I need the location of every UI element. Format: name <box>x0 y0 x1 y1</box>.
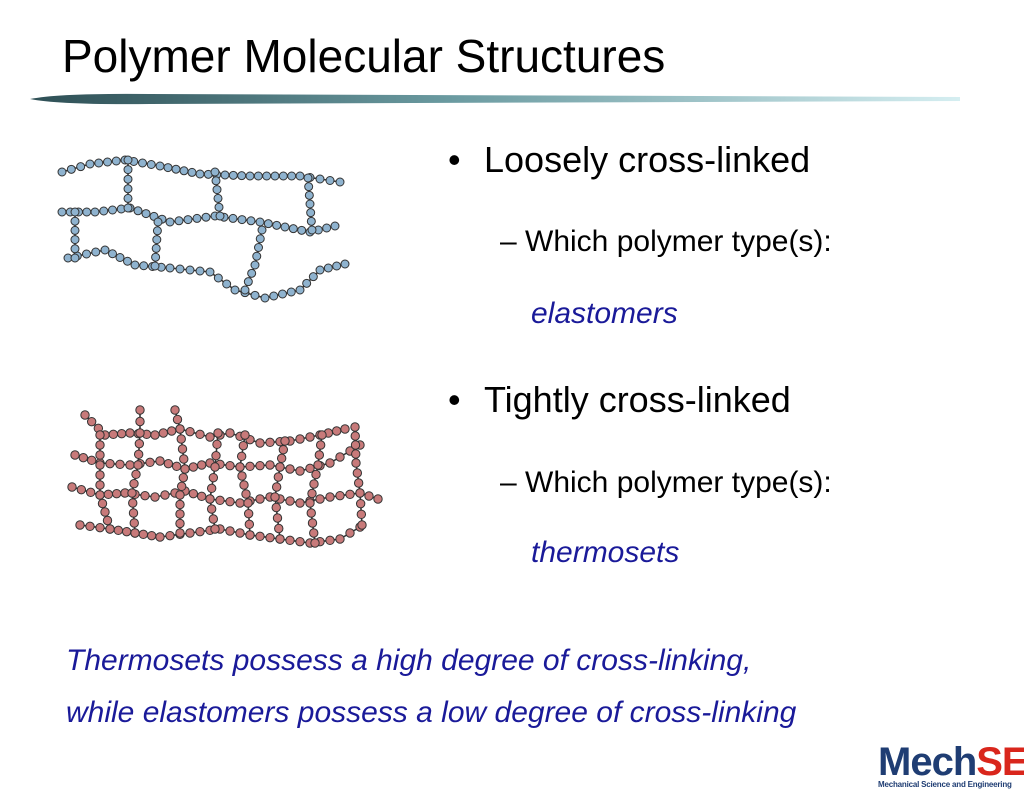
tight-chains <box>67 405 383 548</box>
bullet-label: Tightly cross-linked <box>484 379 791 420</box>
tightly-crosslinked-diagram <box>67 405 383 548</box>
bullet-label: Loosely cross-linked <box>484 139 811 180</box>
summary-line-2: while elastomers possess a low degree of… <box>66 696 797 729</box>
loosely-crosslinked-diagram <box>57 155 350 303</box>
slide-title: Polymer Molecular Structures <box>62 30 666 82</box>
answer-elastomers: elastomers <box>531 297 678 330</box>
logo-subtitle: Mechanical Science and Engineering <box>878 780 1012 789</box>
answer-thermosets: thermosets <box>531 536 680 569</box>
loose-chains <box>57 155 350 303</box>
sub-question-2: – Which polymer type(s): <box>500 466 832 499</box>
logo-wordmark: MechSE <box>878 740 1024 784</box>
title-divider <box>30 93 960 105</box>
sub-question-1: – Which polymer type(s): <box>500 225 832 258</box>
bullet-glyph: • <box>448 379 461 420</box>
summary-line-1: Thermosets possess a high degree of cros… <box>66 644 752 677</box>
bullet-glyph: • <box>448 139 461 180</box>
mechse-logo: MechSE Mechanical Science and Engineerin… <box>876 740 1024 791</box>
